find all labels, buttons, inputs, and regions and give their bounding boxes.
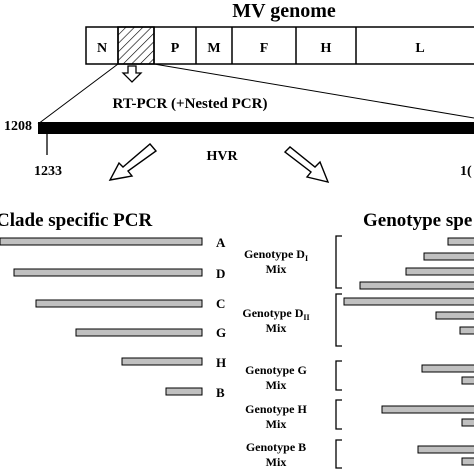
clade-label-h: H [216, 355, 226, 370]
clade-label-g: G [216, 325, 226, 340]
bracket-g [335, 360, 342, 391]
bracket-dii [335, 293, 342, 347]
segment-label-f: F [260, 41, 269, 56]
position-1233: 1233 [34, 164, 62, 179]
amplicon-bar [38, 122, 474, 134]
left-arrow-icon [108, 143, 158, 181]
genotype-bar-dii-2 [435, 311, 474, 320]
clade-label-d: D [216, 266, 225, 281]
segment-label-h: H [321, 41, 332, 56]
genotype-mix-dii: Genotype DII [242, 306, 309, 322]
diagram-title: MV genome [232, 0, 336, 22]
expansion-line-right [153, 63, 474, 119]
genotype-mix-di: Genotype DI [244, 247, 308, 263]
genotype-primer-bars [343, 237, 474, 466]
genotype-mix-h: Genotype H [245, 402, 307, 416]
genotype-brackets [335, 235, 342, 469]
segment-label-p: P [171, 41, 180, 56]
genotype-mix-b: Genotype B [246, 440, 306, 454]
genotype-specific-title: Genotype spe [363, 210, 472, 231]
clade-label-b: B [216, 385, 225, 400]
segment-label-n: N [97, 41, 107, 56]
clade-bar-a [0, 237, 203, 246]
clade-specific-title: Clade specific PCR [0, 210, 152, 231]
genotype-bar-di-2 [423, 252, 474, 261]
hvr-hatched-segment [117, 26, 155, 65]
bracket-h [335, 399, 342, 430]
rt-pcr-label: RT-PCR (+Nested PCR) [113, 96, 268, 112]
genotype-bar-h-2 [461, 418, 474, 427]
hvr-label: HVR [206, 149, 238, 164]
genotype-mix-di-mix: Mix [266, 262, 287, 276]
clade-bar-d [13, 268, 203, 277]
genotype-bar-di-3 [405, 267, 474, 276]
clade-bar-b [165, 387, 203, 396]
clade-bar-h [121, 357, 203, 366]
clade-primer-bars [0, 237, 203, 396]
clade-label-a: A [216, 235, 226, 250]
down-arrow-icon [121, 65, 143, 83]
genotype-bar-h-1 [381, 405, 474, 414]
genotype-bar-dii-1 [343, 297, 474, 306]
genotype-bar-b-1 [417, 445, 474, 454]
bracket-b [335, 439, 342, 469]
position-1208: 1208 [4, 119, 32, 134]
genotype-mix-g: Genotype G [245, 363, 307, 377]
genome-bar: N P M F H L [85, 26, 474, 65]
genotype-mix-h-mix: Mix [266, 417, 287, 431]
genotype-mix-dii-mix: Mix [266, 321, 287, 335]
segment-label-m: M [207, 41, 220, 56]
genotype-mix-g-mix: Mix [266, 378, 287, 392]
genotype-bar-g-2 [461, 376, 474, 385]
genotype-bar-g-1 [421, 364, 474, 373]
right-arrow-icon [283, 146, 330, 183]
expansion-line-left [37, 63, 119, 125]
genotype-bar-b-2 [461, 457, 474, 466]
clade-bar-g [75, 328, 203, 337]
genotype-mix-b-mix: Mix [266, 455, 287, 469]
genotype-bar-dii-3 [459, 326, 474, 335]
segment-label-l: L [415, 41, 424, 56]
clade-label-c: C [216, 296, 225, 311]
genotype-bar-di-4 [359, 281, 474, 290]
position-right: 1( [460, 164, 472, 179]
clade-bar-c [35, 299, 203, 308]
genotype-bar-di-1 [447, 237, 474, 246]
bracket-di [335, 235, 342, 289]
